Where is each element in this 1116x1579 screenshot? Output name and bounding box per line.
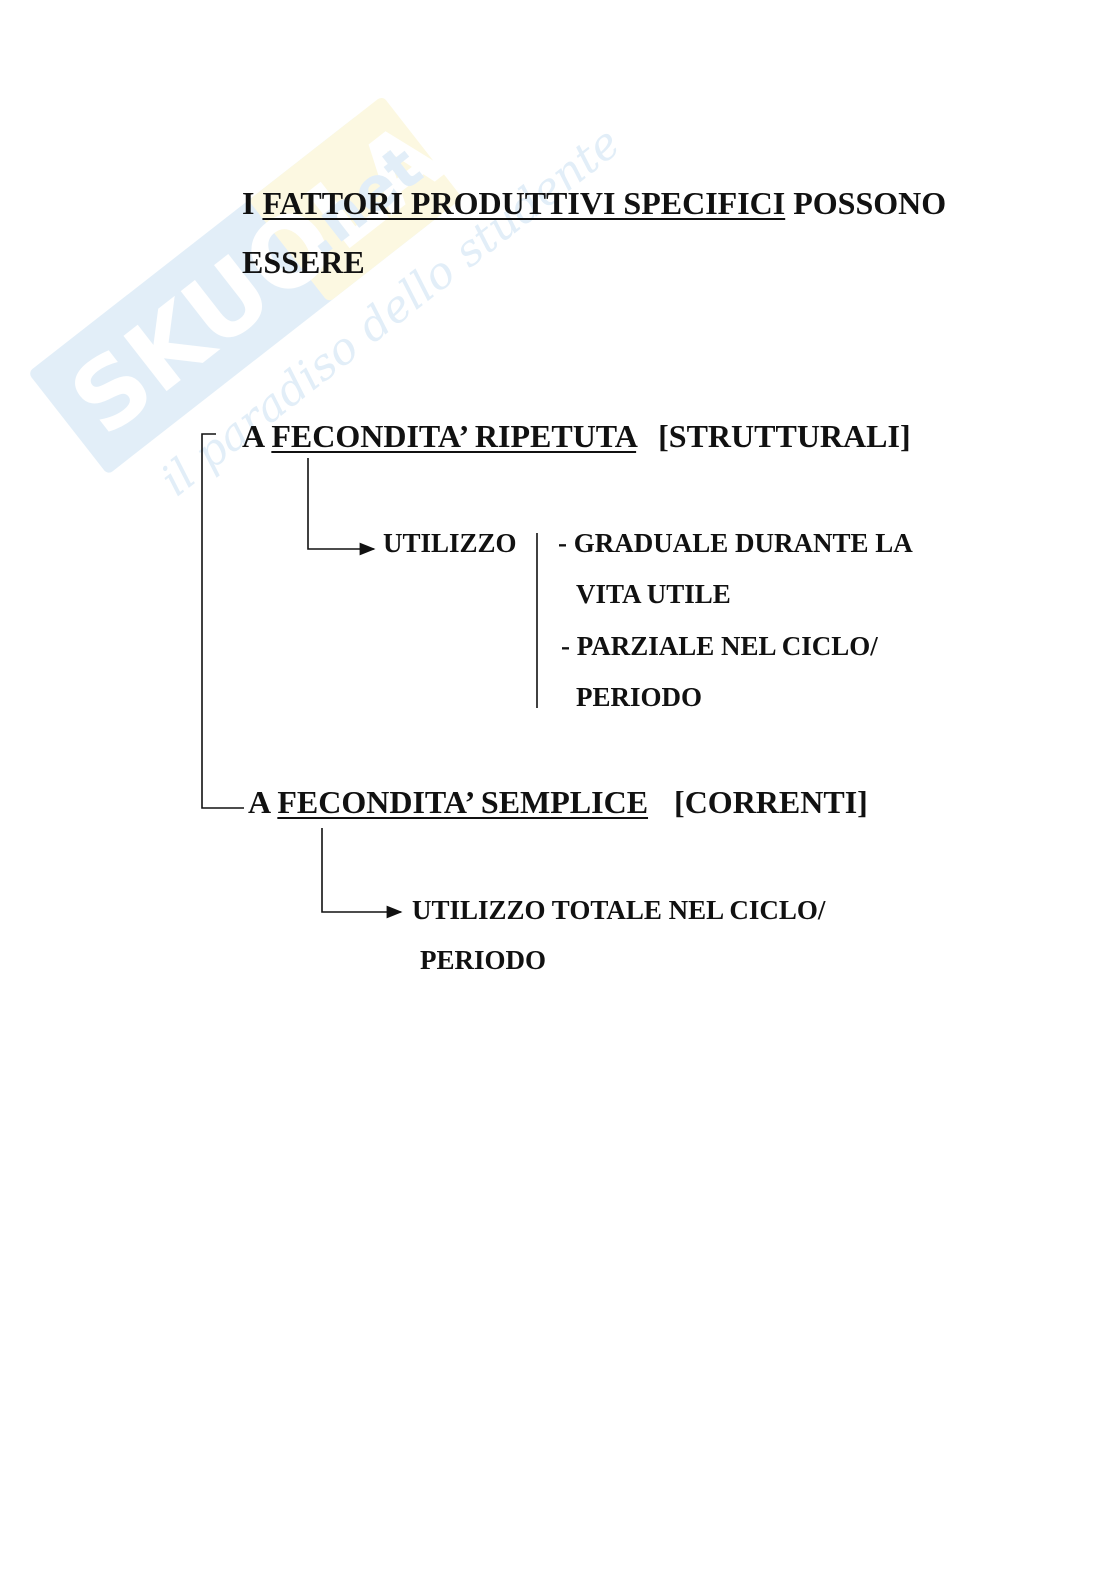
title-prefix: I [242, 185, 255, 221]
branch-simple-bracket: [CORRENTI] [674, 784, 868, 820]
branch-simple-heading: A FECONDITA’ SEMPLICE [CORRENTI] [248, 786, 868, 818]
title-suffix: POSSONO [793, 185, 947, 221]
arrow-to-utilizzo [307, 458, 376, 556]
branch-repeated-bracket: [STRUTTURALI] [658, 418, 911, 454]
title-underlined: FATTORI PRODUTTIVI SPECIFICI [262, 185, 786, 221]
utilizzo-item-4: PERIODO [576, 682, 703, 712]
utilizzo-totale-line1: UTILIZZO TOTALE NEL CICLO/ [412, 895, 826, 925]
utilizzo-item-3: - PARZIALE NEL CICLO/ [561, 631, 878, 661]
utilizzo-label: UTILIZZO [383, 528, 517, 558]
branch-simple-underlined: FECONDITA’ SEMPLICE [277, 784, 649, 820]
branch-repeated-prefix: A [242, 418, 264, 454]
utilizzo-item-1: - GRADUALE DURANTE LA [558, 528, 913, 558]
branch-repeated-underlined: FECONDITA’ RIPETUTA [271, 418, 637, 454]
utilizzo-item-2: VITA UTILE [576, 579, 731, 609]
page-title-line2: ESSERE [242, 244, 365, 280]
arrow-to-utilizzo-totale [321, 828, 403, 919]
branch-simple-prefix: A [248, 784, 270, 820]
branch-repeated-heading: A FECONDITA’ RIPETUTA [STRUTTURALI] [242, 420, 911, 452]
page-title: I FATTORI PRODUTTIVI SPECIFICI POSSONO [242, 187, 946, 219]
main-bracket [201, 433, 244, 809]
utilizzo-totale-line2: PERIODO [420, 945, 547, 975]
